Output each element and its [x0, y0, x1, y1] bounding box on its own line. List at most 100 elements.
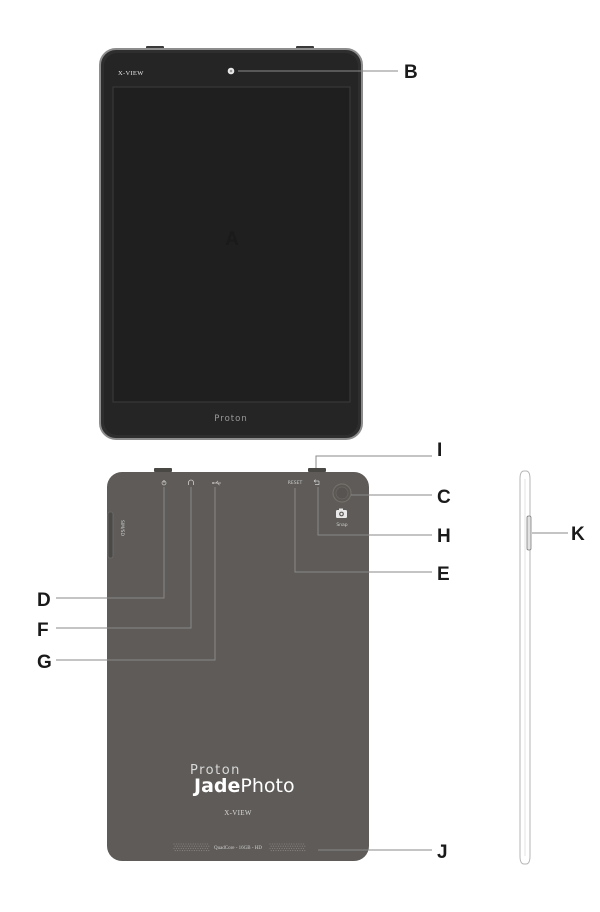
grille-hole	[269, 843, 271, 845]
grille-hole	[192, 847, 194, 849]
front-bezel-logo: Proton	[214, 414, 247, 424]
grille-hole	[303, 847, 305, 849]
front-camera-lens-inner-icon	[229, 69, 233, 73]
grille-hole	[273, 845, 275, 847]
grille-hole	[184, 850, 186, 852]
front-brand-label: X-VIEW	[118, 70, 144, 77]
usb-icon	[212, 480, 221, 486]
grille-hole	[208, 850, 210, 852]
grille-hole	[187, 847, 189, 849]
grille-hole	[270, 845, 272, 847]
callout-f: F	[37, 620, 49, 641]
power-icon	[161, 480, 167, 486]
callout-d: D	[37, 590, 51, 611]
grille-hole	[179, 845, 181, 847]
back-top-button-right	[308, 468, 326, 472]
grille-hole	[177, 845, 179, 847]
grille-hole	[208, 845, 210, 847]
grille-hole	[197, 843, 199, 845]
grille-hole	[189, 850, 191, 852]
grille-hole	[204, 847, 206, 849]
grille-hole	[277, 850, 279, 852]
grille-hole	[291, 843, 293, 845]
grille-hole	[300, 843, 302, 845]
grille-hole	[279, 843, 281, 845]
grille-hole	[299, 850, 301, 852]
leader-f	[56, 487, 192, 629]
grille-hole	[297, 850, 299, 852]
grille-hole	[178, 847, 180, 849]
grille-hole	[193, 850, 195, 852]
back-brand-label: X-VIEW	[224, 809, 252, 817]
callout-i: I	[437, 440, 442, 461]
grille-hole	[174, 850, 176, 852]
grille-hole	[288, 843, 290, 845]
grille-hole	[202, 843, 204, 845]
sim-sd-slot	[107, 511, 114, 559]
grille-hole	[183, 843, 185, 845]
leader-d	[56, 487, 165, 599]
callout-h: H	[437, 526, 451, 547]
grille-hole	[286, 843, 288, 845]
back-model-label: JadePhoto	[192, 775, 295, 797]
grille-hole	[294, 850, 296, 852]
grille-hole	[292, 850, 294, 852]
grille-hole	[195, 843, 197, 845]
model-bold: Jade	[192, 775, 240, 797]
grille-hole	[186, 850, 188, 852]
grille-hole	[196, 845, 198, 847]
grille-hole	[175, 847, 177, 849]
grille-hole	[275, 850, 277, 852]
grille-hole	[283, 843, 285, 845]
grille-hole	[299, 845, 301, 847]
grille-hole	[276, 843, 278, 845]
grille-hole	[181, 850, 183, 852]
grille-hole	[199, 847, 201, 849]
leader-g	[56, 487, 216, 661]
grille-hole	[292, 845, 294, 847]
callout-a: A	[225, 229, 239, 250]
grille-hole	[271, 843, 273, 845]
grille-hole	[198, 845, 200, 847]
grille-hole	[186, 845, 188, 847]
reset-label: RESET	[288, 480, 303, 486]
grille-hole	[271, 847, 273, 849]
grille-hole	[191, 850, 193, 852]
grille-hole	[287, 845, 289, 847]
grille-hole	[207, 847, 209, 849]
leader-h	[317, 487, 432, 536]
back-series-label: Proton	[190, 763, 241, 778]
grille-hole	[187, 843, 189, 845]
grille-hole	[180, 847, 182, 849]
grille-hole	[280, 850, 282, 852]
grille-hole	[192, 843, 194, 845]
grille-hole	[274, 847, 276, 849]
grille-hole	[275, 845, 277, 847]
grille-hole	[277, 845, 279, 847]
grille-hole	[190, 847, 192, 849]
grille-hole	[201, 850, 203, 852]
grille-hole	[193, 845, 195, 847]
callout-g: G	[37, 652, 52, 673]
spec-label: QuadCore - 16GB - HD	[214, 846, 262, 851]
grille-hole	[175, 843, 177, 845]
grille-hole	[179, 850, 181, 852]
grille-hole	[300, 847, 302, 849]
grille-hole	[196, 850, 198, 852]
grille-hole	[177, 850, 179, 852]
grille-hole	[173, 843, 175, 845]
grille-hole	[184, 845, 186, 847]
back-callouts: I C H E D F G J	[37, 440, 451, 863]
grille-hole	[195, 847, 197, 849]
grille-hole	[198, 850, 200, 852]
grille-hole	[295, 843, 297, 845]
grille-hole	[181, 845, 183, 847]
grille-hole	[297, 845, 299, 847]
grille-hole	[178, 843, 180, 845]
callout-j: J	[437, 842, 448, 863]
grille-hole	[291, 847, 293, 849]
grille-hole	[303, 843, 305, 845]
grille-hole	[295, 847, 297, 849]
grille-hole	[285, 850, 287, 852]
